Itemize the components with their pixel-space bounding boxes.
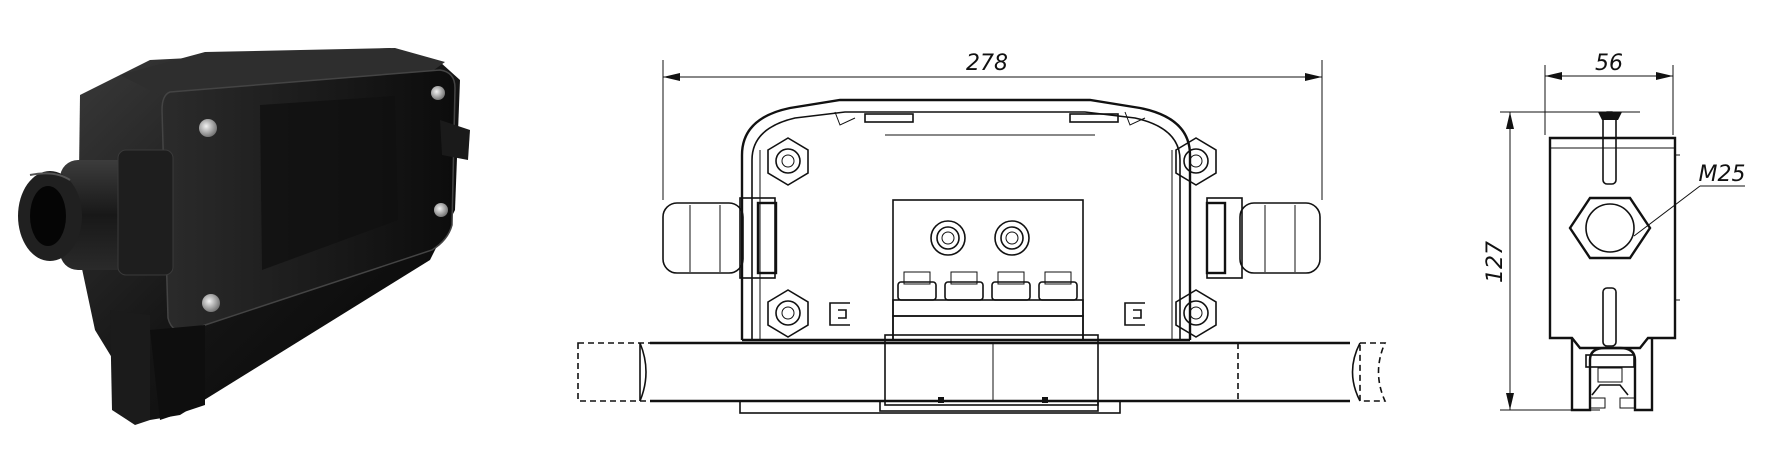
bolt-icon: [767, 137, 809, 186]
bolt-icon: [1175, 137, 1217, 186]
dimension-depth-label: 56: [1595, 51, 1623, 76]
terminal-screw-row: [897, 271, 1078, 301]
cable-gland-left: [662, 197, 778, 279]
dimension-width-label: 278: [966, 51, 1008, 76]
screw-icon: [202, 294, 220, 312]
dimension-height-label: 127: [1483, 241, 1508, 283]
front-view-drawing: 278: [577, 51, 1387, 414]
screw-icon: [431, 86, 445, 100]
terminal-nut-icon: [930, 220, 966, 256]
terminal-nut-icon: [994, 220, 1030, 256]
thread-size-label: M25: [1699, 162, 1746, 187]
cable-gland-3d: [18, 149, 174, 276]
bolt-icon: [767, 289, 809, 338]
screw-icon: [199, 119, 217, 137]
product-photo: [18, 48, 470, 425]
bolt-icon: [1175, 289, 1217, 338]
cable-gland-side: [1568, 196, 1652, 260]
side-view-drawing: 56 127 M25: [1483, 51, 1746, 412]
screw-icon: [434, 203, 448, 217]
cable-gland-right: [1205, 197, 1321, 279]
